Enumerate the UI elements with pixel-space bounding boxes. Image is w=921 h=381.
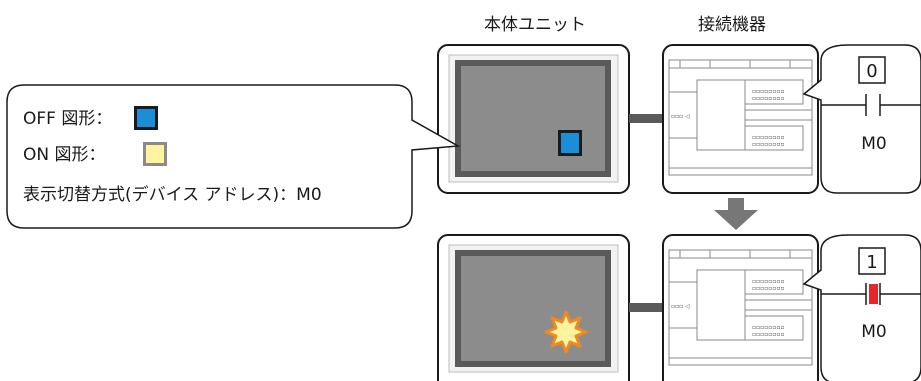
off-shape-swatch [137,109,155,127]
transition-arrow [714,198,758,230]
svg-text:▫▫▫▫▫▫▫▫: ▫▫▫▫▫▫▫▫ [752,134,785,141]
ladder-bubble-on: 1 M0 [802,234,921,381]
plc-device-on: ▫▫▫▫▫▫▫▫ ▫▫▫▫▫▫▫▫ ▫▫▫▫▫▫▫▫ ▫▫▫▫▫▫▫▫ ▫▫▫ … [662,234,819,381]
hmi-unit-on [437,234,630,381]
svg-text:▫▫▫▫▫▫▫▫: ▫▫▫▫▫▫▫▫ [752,278,785,285]
plc-device-off: ▫▫▫▫▫▫▫▫ ▫▫▫▫▫▫▫▫ ▫▫▫▫▫▫▫▫ ▫▫▫▫▫▫▫▫ ▫▫▫ … [662,44,819,194]
svg-text:▫▫▫ ◁: ▫▫▫ ◁ [671,303,690,310]
svg-text:▫▫▫▫▫▫▫▫: ▫▫▫▫▫▫▫▫ [752,95,785,102]
cable-bottom [629,303,663,312]
display-switch-mode: 表示切替方式(デバイス アドレス)：M0 [23,184,322,205]
on-shape-label: ON 図形： [23,145,106,165]
svg-text:▫▫▫ ◁: ▫▫▫ ◁ [671,113,690,120]
device-value-on: 1 [866,252,877,273]
device-value-off: 0 [866,61,877,82]
hmi-screen [461,66,605,171]
ladder-bubble-off: 0 M0 [802,44,921,194]
svg-text:▫▫▫▫▫▫▫▫: ▫▫▫▫▫▫▫▫ [752,331,785,338]
connected-device-label: 接続機器 [698,15,766,35]
cable-top [629,114,663,123]
off-shape-display [561,133,579,153]
off-shape-label: OFF 図形： [23,109,112,129]
svg-text:▫▫▫▫▫▫▫▫: ▫▫▫▫▫▫▫▫ [752,285,785,292]
contact-on-indicator [869,284,878,304]
main-unit-label: 本体ユニット [484,15,586,35]
svg-text:▫▫▫▫▫▫▫▫: ▫▫▫▫▫▫▫▫ [752,88,785,95]
on-shape-swatch [146,145,164,163]
svg-text:▫▫▫▫▫▫▫▫: ▫▫▫▫▫▫▫▫ [752,324,785,331]
settings-callout: OFF 図形： ON 図形： 表示切替方式(デバイス アドレス)：M0 [6,84,461,229]
hmi-unit-off [437,44,630,194]
device-address-off: M0 [861,134,886,154]
svg-text:▫▫▫▫▫▫▫▫: ▫▫▫▫▫▫▫▫ [752,141,785,148]
device-address-on: M0 [861,322,886,342]
on-shape-display [544,310,588,354]
